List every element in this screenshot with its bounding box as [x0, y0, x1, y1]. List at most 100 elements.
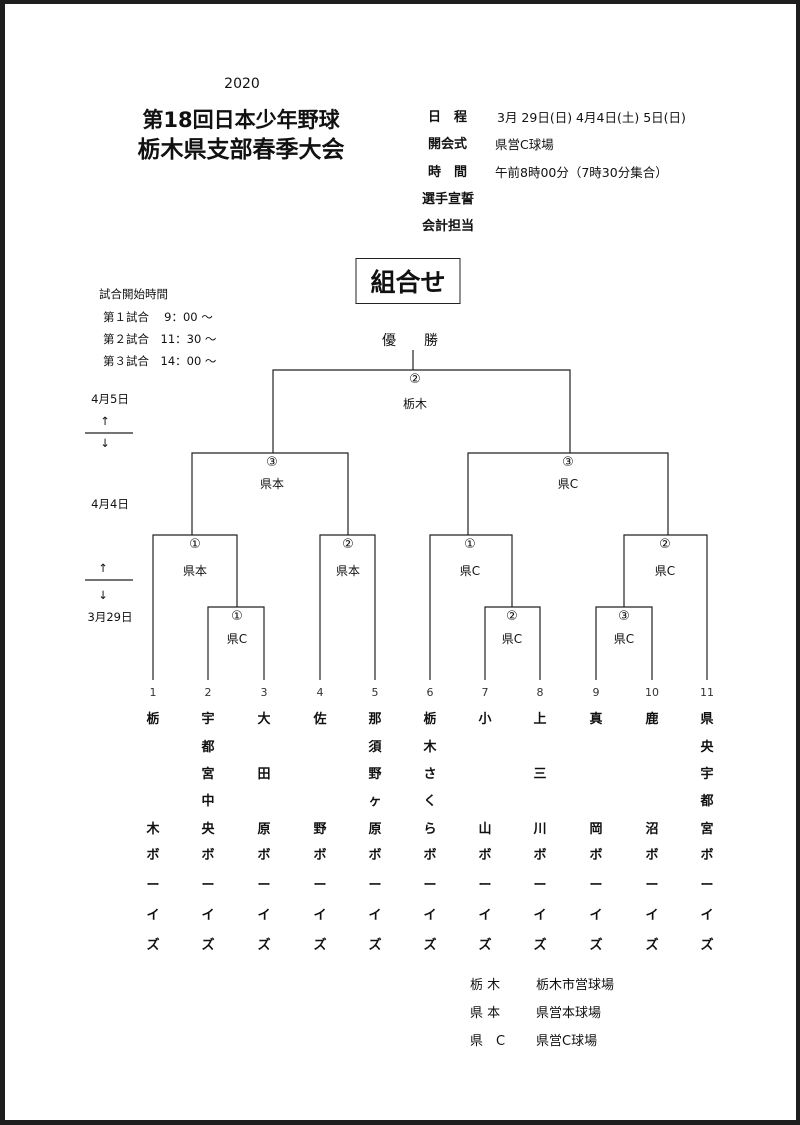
team-name-char: 中: [201, 794, 215, 809]
match-number: ①: [189, 537, 201, 552]
team-name-char: く: [423, 794, 437, 809]
date-semi: 4月4日: [91, 497, 129, 511]
team-name-char: ズ: [700, 938, 714, 953]
team-name-char: ー: [533, 878, 547, 893]
team-seed: 3: [260, 686, 268, 699]
match-number: ①: [464, 537, 476, 552]
team-name-char: 木: [146, 822, 160, 837]
team-name-char: ズ: [589, 938, 603, 953]
team-name-char: 上: [533, 712, 547, 727]
team-seed: 7: [481, 686, 489, 699]
team-name-char: 那: [368, 712, 382, 727]
team-name-char: 宇: [201, 712, 215, 727]
team-seed: 8: [536, 686, 544, 699]
team-name-char: ボ: [313, 848, 327, 863]
team-name-char: 田: [257, 767, 271, 782]
team-seed: 4: [316, 686, 324, 699]
team-name-char: 宇: [700, 767, 714, 782]
champion-label: 優 勝: [382, 333, 438, 349]
team-seed: 11: [700, 686, 714, 699]
team-name-char: ボ: [257, 848, 271, 863]
legend-name: 県営本球場: [536, 1006, 602, 1021]
team-name-char: 栃: [146, 712, 160, 727]
team-name-char: 都: [700, 794, 714, 809]
team-name-char: ー: [146, 878, 160, 893]
team-name-char: ズ: [368, 938, 382, 953]
team-seed: 9: [592, 686, 600, 699]
team-name-char: ボ: [589, 848, 603, 863]
team-name-char: ズ: [313, 938, 327, 953]
team-seed: 5: [371, 686, 379, 699]
match-number: ②: [342, 537, 354, 552]
up-arrow-icon: ↑: [100, 414, 110, 428]
team-name-char: イ: [368, 908, 382, 923]
team-name-char: ー: [645, 878, 659, 893]
info-value-schedule: 3月 29日(日) 4月4日(土) 5日(日): [497, 110, 686, 125]
team-name-char: 川: [533, 822, 547, 837]
start-times-title: 試合開始時間: [99, 287, 168, 301]
team-name-char: 佐: [313, 712, 327, 727]
bracket-heading: 組合せ: [355, 258, 461, 304]
info-label-schedule: 日 程: [428, 110, 468, 125]
team-name-char: 栃: [423, 712, 437, 727]
team-name-char: イ: [257, 908, 271, 923]
team-name-char: 沼: [645, 822, 659, 837]
match-number: ③: [562, 455, 574, 470]
legend-name: 栃木市営球場: [536, 978, 615, 993]
match-venue: 県C: [557, 477, 579, 491]
team-name-char: ー: [368, 878, 382, 893]
start-time-2: 第２試合 11：30 ～: [103, 332, 217, 346]
team-name-char: 山: [478, 822, 492, 837]
team-name-char: イ: [478, 908, 492, 923]
team-name-char: イ: [645, 908, 659, 923]
match-venue: 県本: [182, 564, 208, 578]
team-name-char: ズ: [533, 938, 547, 953]
match-venue: 栃木: [402, 397, 428, 411]
team-name-char: イ: [313, 908, 327, 923]
team-name-char: ボ: [533, 848, 547, 863]
match-number: ③: [266, 455, 278, 470]
team-name-char: ズ: [645, 938, 659, 953]
team-seed: 1: [149, 686, 157, 699]
legend-name: 県営C球場: [536, 1034, 598, 1049]
team-name-char: ヶ: [368, 794, 382, 809]
team-name-char: 大: [257, 712, 271, 727]
info-value-opening: 県営C球場: [495, 137, 554, 152]
team-name-char: イ: [201, 908, 215, 923]
team-name-char: ズ: [478, 938, 492, 953]
match-number: ②: [506, 609, 518, 624]
match-venue: 県C: [226, 632, 248, 646]
legend-abbr: 県 C: [470, 1034, 506, 1049]
team-name-char: 三: [533, 767, 547, 782]
team-name-char: 県: [700, 712, 714, 727]
team-name-char: 都: [201, 740, 215, 755]
team-name-char: 原: [368, 822, 382, 837]
legend-abbr: 栃 木: [470, 978, 501, 993]
up-arrow-icon: ↑: [98, 561, 108, 575]
team-name-char: 央: [700, 740, 714, 755]
team-name-char: ボ: [645, 848, 659, 863]
team-name-char: ー: [589, 878, 603, 893]
team-name-char: 真: [589, 712, 603, 727]
match-venue: 県本: [335, 564, 361, 578]
match-number: ③: [618, 609, 630, 624]
title-line2: 栃木県支部春季大会: [137, 137, 345, 163]
team-name-char: ー: [700, 878, 714, 893]
team-name-char: ボ: [700, 848, 714, 863]
year: 2020: [224, 76, 260, 92]
info-value-time: 午前8時00分（7時30分集合）: [495, 165, 668, 180]
info-label-opening: 開会式: [428, 137, 468, 152]
team-name-char: さ: [423, 767, 437, 782]
team-name-char: ズ: [423, 938, 437, 953]
team-seed: 2: [204, 686, 212, 699]
team-name-char: 央: [201, 822, 215, 837]
team-name-char: 岡: [589, 822, 603, 837]
team-name-char: イ: [589, 908, 603, 923]
team-name-char: ー: [257, 878, 271, 893]
match-venue: 県C: [459, 564, 481, 578]
team-name-char: イ: [700, 908, 714, 923]
date-final: 4月5日: [91, 392, 129, 406]
team-name-char: ー: [423, 878, 437, 893]
document-page: 2020 第18回日本少年野球 栃木県支部春季大会 日 程 3月 29日(日) …: [5, 4, 796, 1120]
down-arrow-icon: ↓: [98, 588, 108, 602]
